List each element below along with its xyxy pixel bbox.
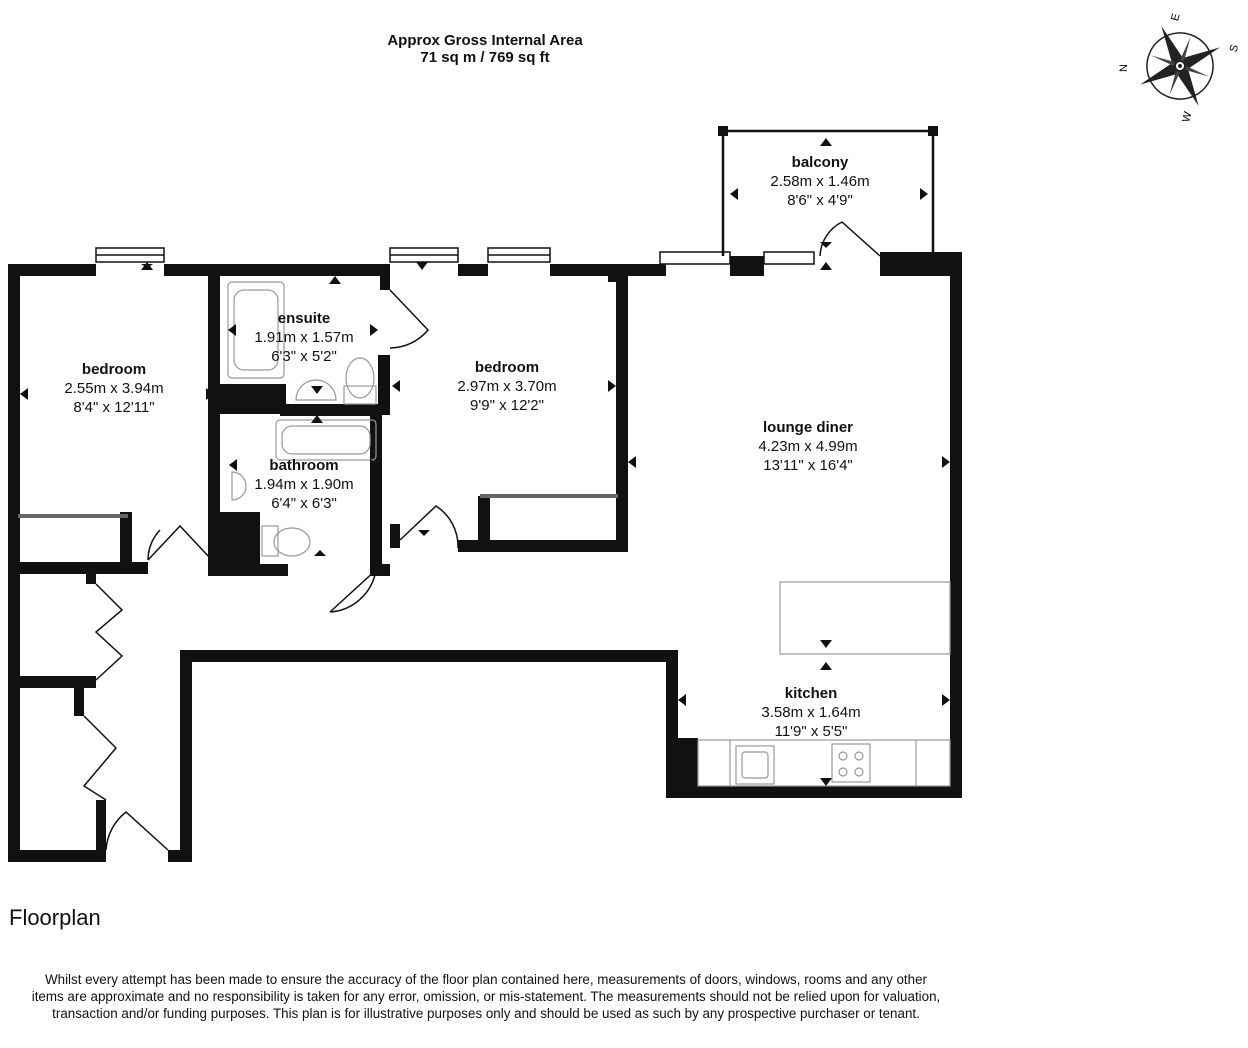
compass-north: N — [1118, 64, 1130, 72]
floorplan-title: Floorplan — [9, 905, 101, 930]
room-name: bedroom — [81, 361, 147, 378]
door-swings — [82, 221, 881, 851]
room-label-bathroom: bathroom 1.94m x 1.90m 6'4" x 6'3" — [236, 456, 372, 513]
walls — [8, 126, 962, 862]
compass-east: E — [1169, 12, 1182, 22]
room-metric: 1.91m x 1.57m — [254, 329, 354, 346]
windows — [95, 247, 815, 265]
room-metric: 2.97m x 3.70m — [457, 378, 557, 395]
room-imperial: 8'4" x 12'11" — [73, 399, 155, 416]
dimension-arrows — [20, 138, 950, 786]
room-name: kitchen — [784, 685, 838, 702]
room-imperial: 9'9" x 12'2" — [470, 397, 544, 414]
room-name: bedroom — [474, 359, 540, 376]
room-name: lounge diner — [763, 419, 853, 436]
room-metric: 4.23m x 4.99m — [758, 438, 858, 455]
room-label-ensuite: ensuite 1.91m x 1.57m 6'3" x 5'2" — [236, 309, 372, 366]
floor-plan-drawing — [8, 126, 962, 862]
balcony-outline — [721, 129, 935, 256]
area-title: Approx Gross Internal Area — [387, 32, 583, 49]
room-label-bedroom-1: bedroom 2.55m x 3.94m 8'4" x 12'11" — [50, 360, 178, 417]
room-imperial: 11'9" x 5'5" — [774, 723, 848, 740]
room-label-lounge-diner: lounge diner 4.23m x 4.99m 13'11" x 16'4… — [718, 418, 898, 475]
room-metric: 2.55m x 3.94m — [64, 380, 164, 397]
room-metric: 1.94m x 1.90m — [254, 476, 354, 493]
room-imperial: 6'3" x 5'2" — [271, 348, 337, 365]
compass-west: W — [1180, 110, 1194, 124]
room-label-kitchen: kitchen 3.58m x 1.64m 11'9" x 5'5" — [736, 684, 886, 741]
room-metric: 3.58m x 1.64m — [761, 704, 861, 721]
area-value: 71 sq m / 769 sq ft — [420, 49, 550, 66]
room-imperial: 13'11" x 16'4" — [763, 457, 853, 474]
room-label-balcony: balcony 2.58m x 1.46m 8'6" x 4'9" — [750, 153, 890, 210]
room-label-bedroom-2: bedroom 2.97m x 3.70m 9'9" x 12'2" — [432, 358, 582, 415]
disclaimer-text: Whilst every attempt has been made to en… — [31, 972, 941, 1021]
compass-south: S — [1228, 43, 1240, 53]
kitchen-units — [697, 581, 951, 787]
compass-rose-icon: N E S W — [1118, 12, 1240, 124]
room-name: bathroom — [269, 457, 339, 474]
sanitary-fixtures — [227, 281, 377, 557]
room-metric: 2.58m x 1.46m — [770, 173, 870, 190]
room-imperial: 8'6" x 4'9" — [787, 192, 853, 209]
area-header: Approx Gross Internal Area 71 sq m / 769… — [285, 32, 685, 66]
room-imperial: 6'4" x 6'3" — [271, 495, 337, 512]
room-name: balcony — [791, 154, 849, 171]
room-name: ensuite — [277, 310, 331, 327]
